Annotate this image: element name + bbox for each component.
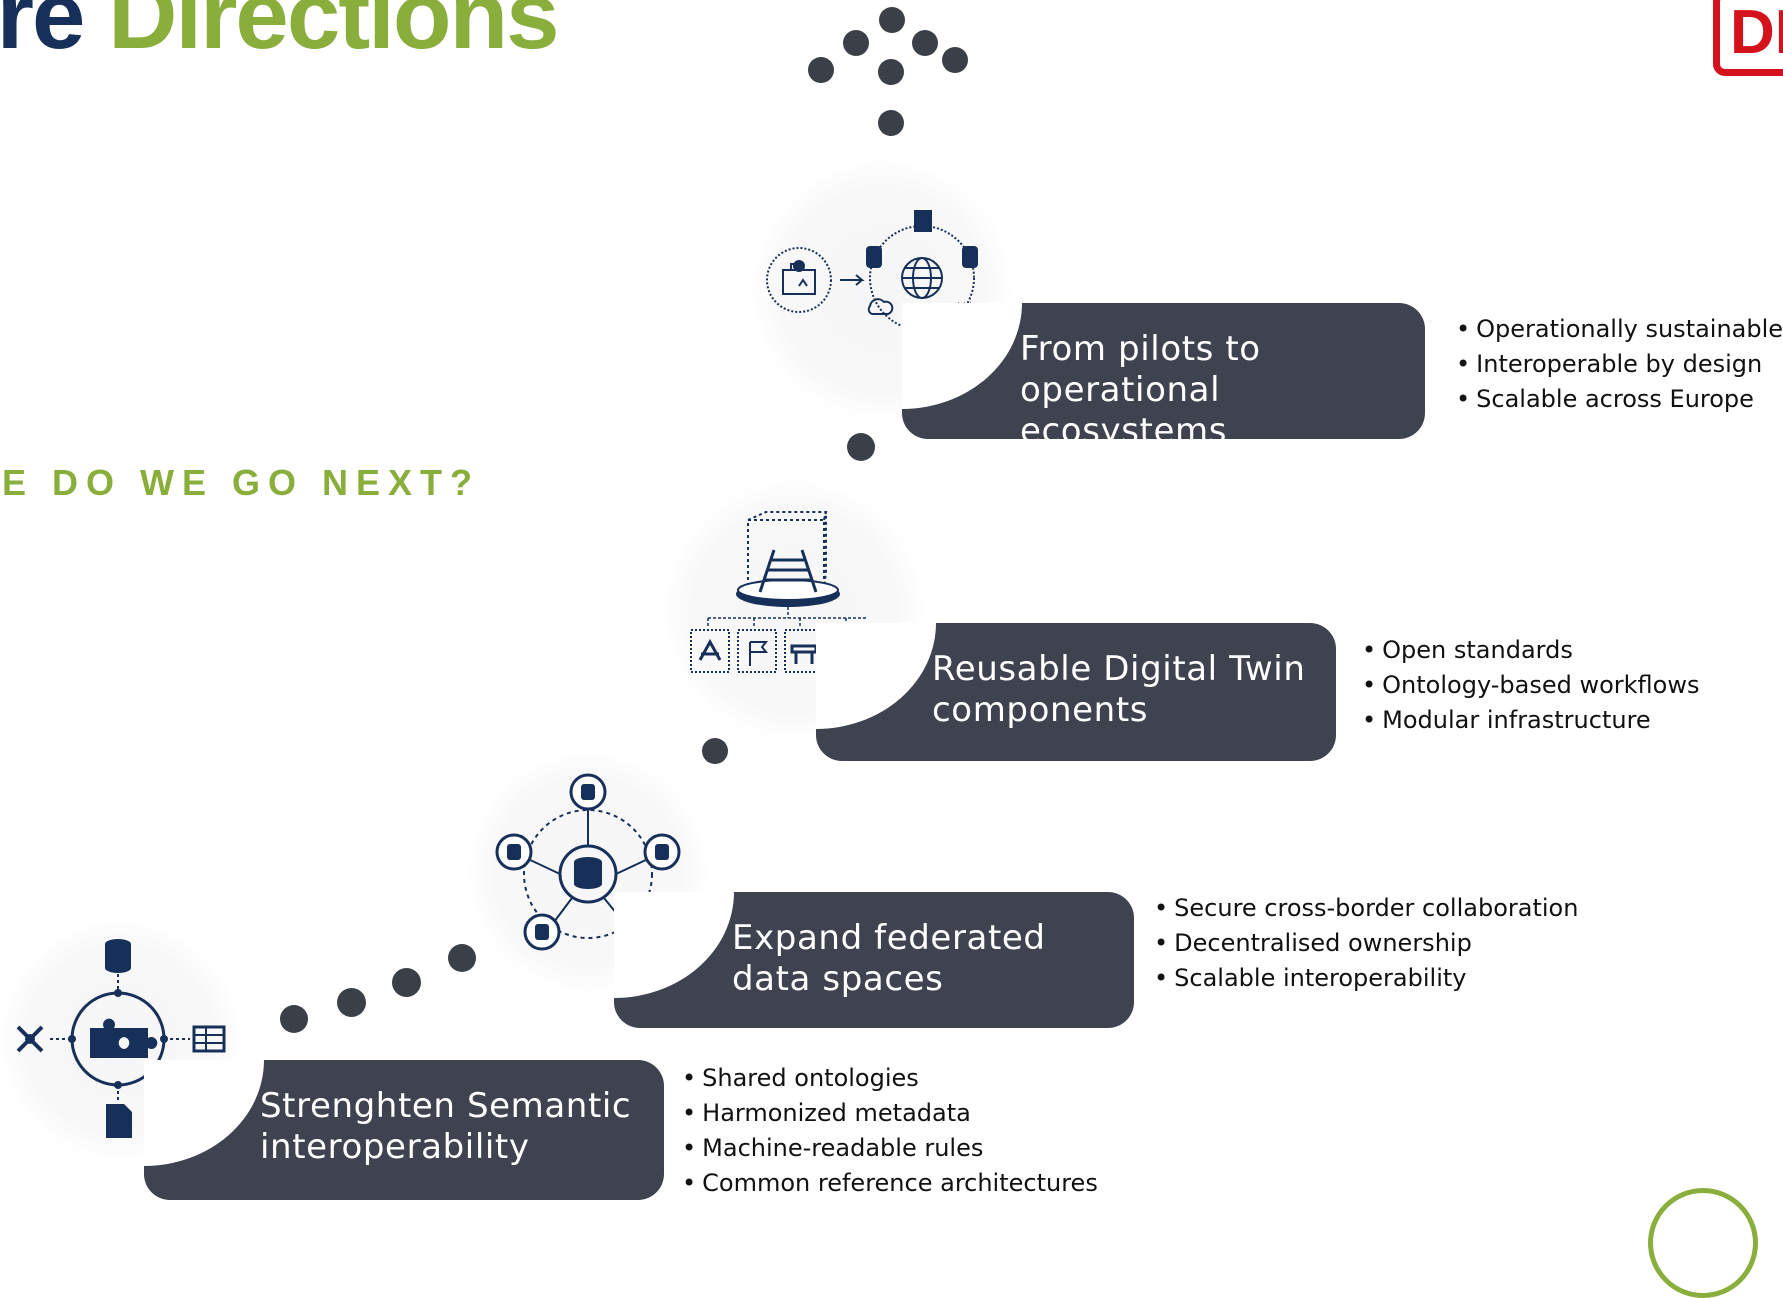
- section-subtitle: RE DO WE GO NEXT?: [0, 462, 481, 503]
- bullet-item: Common reference architectures: [682, 1166, 1098, 1201]
- bullet-item: Secure cross-border collaboration: [1154, 891, 1578, 926]
- path-dot: [808, 57, 834, 83]
- stage-4-bullets: Operationally sustainable Interoperable …: [1456, 312, 1783, 417]
- stage-notch: [144, 1060, 264, 1166]
- bullet-item: Open standards: [1362, 633, 1699, 668]
- path-dot: [280, 1005, 308, 1033]
- bullet-item: Ontology-based workflows: [1362, 668, 1699, 703]
- stage-notch: [614, 892, 734, 998]
- company-logo: DI: [1713, 0, 1783, 76]
- path-dot: [337, 988, 366, 1017]
- path-dot: [912, 30, 938, 56]
- stage-3-bullets: Open standards Ontology-based workflows …: [1362, 633, 1699, 738]
- path-dot: [878, 110, 904, 136]
- bullet-item: Interoperable by design: [1456, 347, 1783, 382]
- stage-notch: [902, 303, 1022, 409]
- path-dot: [448, 944, 476, 972]
- page-title: ure Directions: [0, 0, 560, 73]
- stage-3-label: Reusable Digital Twin components: [932, 649, 1306, 730]
- path-dot: [843, 30, 869, 56]
- path-dot: [847, 433, 875, 461]
- stage-1-bullets: Shared ontologies Harmonized metadata Ma…: [682, 1061, 1098, 1201]
- bullet-item: Scalable across Europe: [1456, 382, 1783, 417]
- semantic-interoperability-puzzle-icon: [10, 932, 230, 1147]
- stage-4-box: From pilots to operational ecosystems: [902, 303, 1425, 451]
- bullet-item: Operationally sustainable: [1456, 312, 1783, 347]
- bullet-item: Harmonized metadata: [682, 1096, 1098, 1131]
- bullet-item: Shared ontologies: [682, 1061, 1098, 1096]
- bullet-item: Modular infrastructure: [1362, 703, 1699, 738]
- stage-4-label: From pilots to operational ecosystems: [1020, 329, 1261, 451]
- stage-2-bullets: Secure cross-border collaboration Decent…: [1154, 891, 1578, 996]
- path-dot: [392, 968, 421, 997]
- title-word-1: ure: [0, 0, 85, 69]
- title-word-2: Directions: [108, 0, 559, 69]
- bullet-item: Machine-readable rules: [682, 1131, 1098, 1166]
- bullet-item: Scalable interoperability: [1154, 961, 1578, 996]
- path-dot: [702, 738, 728, 764]
- path-dot: [942, 47, 968, 73]
- ecosystem-globe-icon: [766, 206, 986, 346]
- corner-accent-circle: [1648, 1188, 1758, 1298]
- bullet-item: Decentralised ownership: [1154, 926, 1578, 961]
- stage-notch: [816, 623, 936, 729]
- stage-2-label: Expand federated data spaces: [732, 918, 1046, 999]
- path-dot: [879, 7, 905, 33]
- path-dot: [878, 59, 904, 85]
- stage-2-box: Expand federated data spaces: [614, 892, 1134, 1028]
- stage-3-box: Reusable Digital Twin components: [816, 623, 1336, 761]
- stage-1-box: Strenghten Semantic interoperability: [144, 1060, 664, 1200]
- stage-1-label: Strenghten Semantic interoperability: [260, 1086, 632, 1167]
